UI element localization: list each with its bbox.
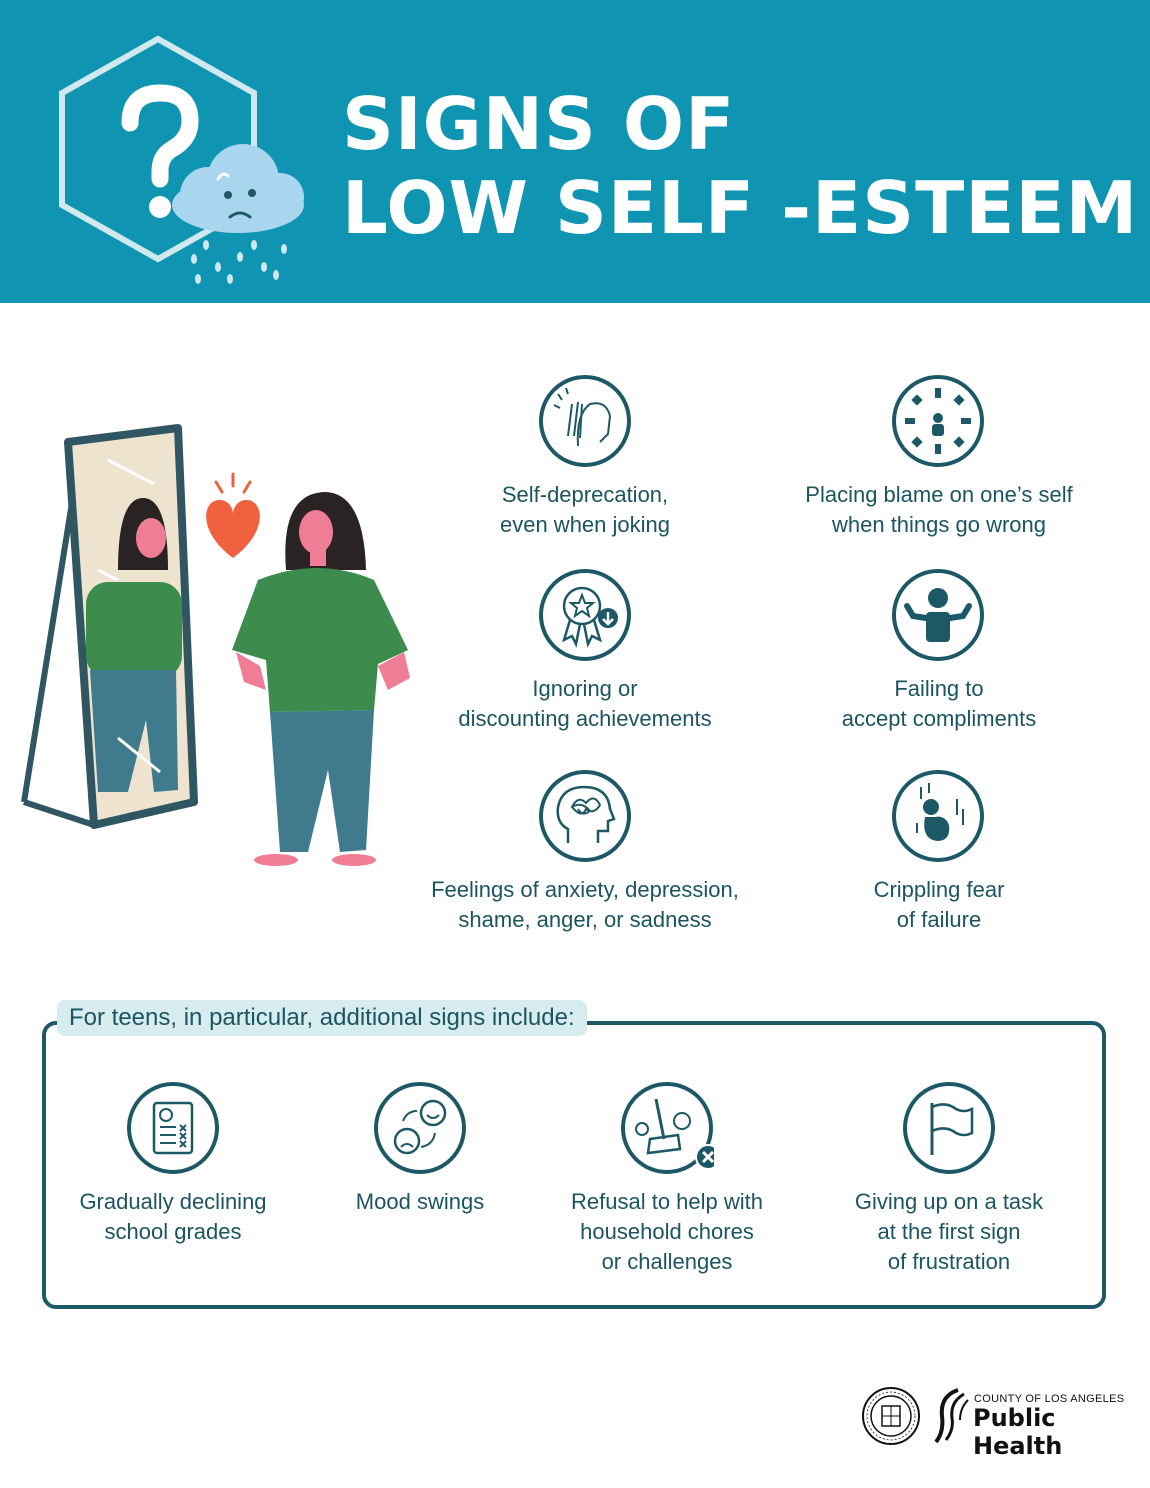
teen-sign-refusal-chores: Refusal to help with household chores or… xyxy=(571,1189,763,1274)
tangled-mind-icon xyxy=(539,770,631,862)
face-palm-icon xyxy=(539,375,631,467)
white-flag-icon xyxy=(903,1082,995,1174)
org-name-line2: Public Health xyxy=(973,1404,1063,1460)
sign-ignoring-achievements: Ignoring or discounting achievements xyxy=(458,676,712,731)
fearful-person-icon xyxy=(892,770,984,862)
teens-heading: For teens, in particular, additional sig… xyxy=(57,1000,587,1036)
teen-sign-mood-swings: Mood swings xyxy=(355,1189,485,1214)
sign-self-deprecation: Self-deprecation, even when joking xyxy=(499,482,670,537)
page-title: SIGNS OF LOW SELF -ESTEEM xyxy=(342,82,1138,250)
shrug-person-icon xyxy=(892,569,984,661)
org-name-line1: County of Los Angeles xyxy=(974,1393,1125,1405)
report-card-icon xyxy=(127,1082,219,1174)
broom-cleaning-x-icon xyxy=(621,1082,714,1174)
sign-feelings: Feelings of anxiety, depression, shame, … xyxy=(431,877,739,932)
question-cloud-icon xyxy=(59,35,304,284)
sign-placing-blame: Placing blame on one’s self when things … xyxy=(805,482,1073,537)
mirror-illustration xyxy=(21,424,410,866)
header-banner: SIGNS OF LOW SELF -ESTEEM xyxy=(0,0,1150,303)
award-ribbon-down-icon xyxy=(539,569,631,661)
public-health-logo-icon xyxy=(934,1388,969,1444)
sign-fear-of-failure: Crippling fear of failure xyxy=(873,877,1005,932)
mood-swing-faces-icon xyxy=(374,1082,466,1174)
county-seal-icon xyxy=(862,1387,920,1445)
title-line-1: SIGNS OF xyxy=(342,82,736,166)
teen-sign-giving-up: Giving up on a task at the first sign of… xyxy=(854,1189,1044,1274)
teen-sign-grades: Gradually declining school grades xyxy=(79,1189,267,1244)
blame-arrows-icon xyxy=(892,375,984,467)
title-line-2: LOW SELF -ESTEEM xyxy=(342,166,1139,250)
sign-failing-compliments: Failing to accept compliments xyxy=(841,676,1037,731)
